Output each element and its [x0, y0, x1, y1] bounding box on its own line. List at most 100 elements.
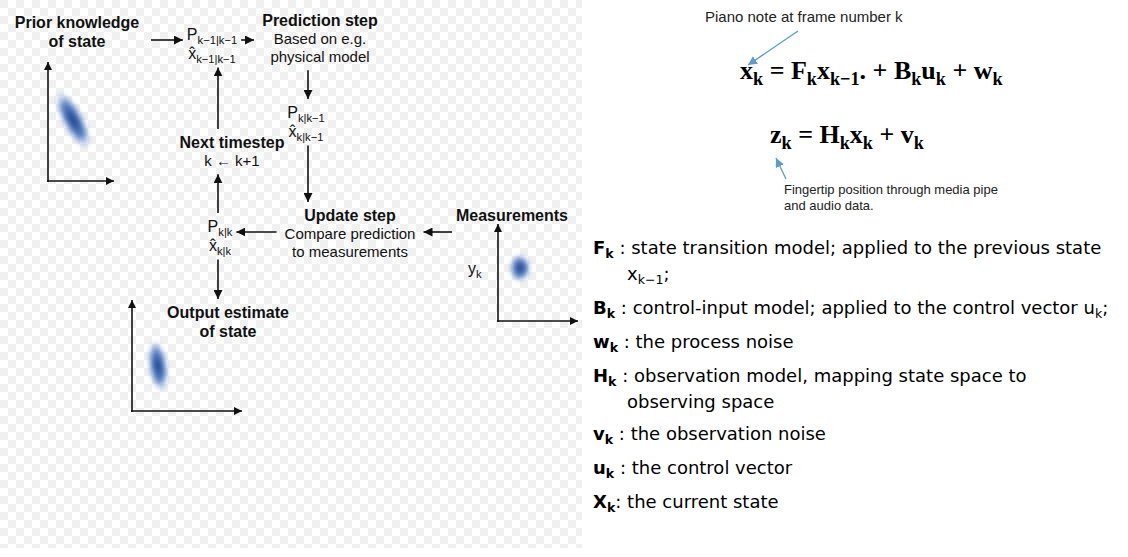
subscript: k	[782, 133, 792, 153]
gaussian-blob	[509, 254, 531, 282]
flow-arrow	[217, 259, 219, 299]
text-run: Output estimate of state	[167, 304, 289, 340]
flow-arrow	[236, 231, 276, 233]
step-heading: Next timestep	[180, 133, 285, 152]
text-run: v	[901, 120, 914, 149]
text-run: u	[1083, 297, 1094, 318]
text-run: Prediction step	[262, 12, 378, 29]
text-run: Piano note at frame number k	[705, 8, 903, 25]
subscript: k	[605, 432, 613, 447]
step-heading: Output estimate of state	[159, 303, 297, 341]
subscript: k	[911, 69, 921, 89]
step-text: x̂k|k−1	[287, 122, 325, 141]
subscript: k	[1095, 306, 1102, 321]
subscript: k	[607, 500, 615, 515]
flow-step: Output estimate of state	[156, 300, 300, 344]
definition-text: Xk: the current state	[593, 490, 1118, 516]
axis-line	[131, 300, 133, 412]
text-run: . +	[860, 56, 894, 85]
text-run: Measurements	[456, 207, 568, 224]
text-run: +	[873, 120, 901, 149]
step-heading: Prediction step	[258, 11, 382, 30]
definition-text: wk : the process noise	[593, 330, 1118, 356]
definition-text: Hk : observation model, mapping state sp…	[593, 364, 1118, 414]
text-run: v	[593, 423, 605, 444]
step-text: k ← k+1	[180, 152, 285, 170]
step-text: x̂k−1|k−1	[187, 44, 237, 63]
text-run: x̂	[188, 45, 196, 62]
text-run: P	[208, 218, 219, 235]
annotation-text: Fingertip position through media pipe an…	[784, 182, 1004, 215]
flow-arrow	[307, 70, 309, 99]
subscript: k	[607, 306, 615, 321]
definition-list: Fk : state transition model; applied to …	[593, 236, 1118, 524]
flow-arrow	[151, 39, 183, 41]
flow-step: Update stepCompare prediction to measure…	[278, 203, 423, 264]
text-run: x	[740, 56, 753, 85]
gaussian-blob	[48, 87, 97, 154]
text-run: y	[468, 260, 476, 277]
definition-text: uk : the control vector	[593, 456, 1118, 482]
text-run: Fingertip position through media pipe an…	[784, 182, 998, 213]
subscript: k	[863, 133, 873, 153]
text-run: Based on e.g. physical model	[270, 30, 369, 65]
equation: zk = Hkxk + vk	[770, 120, 924, 150]
axis-line	[47, 180, 114, 182]
subscript: k	[476, 268, 482, 280]
text-run: Next timestep	[180, 134, 285, 151]
step-heading: Measurements	[456, 206, 568, 225]
text-run: Prior knowledge of state	[15, 14, 139, 50]
text-run: w	[593, 331, 610, 352]
subscript: k	[807, 69, 817, 89]
subscript: k|k−1	[297, 131, 324, 143]
flow-arrow	[241, 39, 254, 41]
text-run: : the observation noise	[613, 423, 826, 444]
subscript: k|k−1	[298, 112, 325, 124]
flow-step: Measurements yk	[453, 203, 571, 281]
text-run: k ← k+1	[204, 152, 259, 169]
text-run: H	[820, 120, 840, 149]
text-run: Update step	[304, 207, 396, 224]
text-run: : the control vector	[614, 457, 792, 478]
subscript: k	[753, 69, 763, 89]
text-run: F	[593, 237, 605, 258]
subscript: k−1	[830, 69, 860, 89]
text-run: B	[894, 56, 911, 85]
text-run: ;	[1102, 297, 1108, 318]
subscript: k	[840, 133, 850, 153]
flow-step: Prior knowledge of state	[4, 10, 150, 54]
flow-arrow	[217, 67, 219, 129]
axis-line	[497, 320, 578, 322]
subscript: k−1|k−1	[196, 53, 236, 65]
text-run: u	[921, 56, 935, 85]
text-run: x̂	[289, 123, 297, 140]
text-run: B	[593, 297, 607, 318]
definition-text: Fk : state transition model; applied to …	[593, 236, 1118, 288]
text-run: P	[287, 104, 298, 121]
text-run: =	[792, 120, 820, 149]
text-run: Compare prediction to measurements	[285, 225, 416, 260]
gaussian-blob	[144, 339, 171, 393]
text-run: : the current state	[615, 491, 778, 512]
text-run: w	[974, 56, 993, 85]
step-heading: Pk−1|k−1	[187, 25, 237, 44]
subscript: k	[608, 374, 616, 389]
axis-line	[47, 62, 49, 182]
subscript: k	[936, 69, 946, 89]
flow-step: Next timestepk ← k+1	[177, 130, 288, 173]
axis-line	[131, 410, 242, 412]
text-run: +	[946, 56, 974, 85]
step-heading: Update step	[281, 206, 420, 225]
subscript: k−1	[638, 272, 664, 287]
flow-arrow	[217, 174, 219, 213]
step-text: Based on e.g. physical model	[258, 30, 382, 66]
step-text: x̂k|k	[208, 236, 233, 255]
text-run: F	[791, 56, 807, 85]
text-run: P	[187, 26, 198, 43]
subscript: k|k	[217, 245, 231, 257]
leader-line	[776, 158, 786, 179]
text-run: x̂	[209, 237, 217, 254]
measurement-plot	[497, 224, 578, 322]
subscript: k	[914, 133, 924, 153]
definition-text: vk : the observation noise	[593, 422, 1118, 448]
